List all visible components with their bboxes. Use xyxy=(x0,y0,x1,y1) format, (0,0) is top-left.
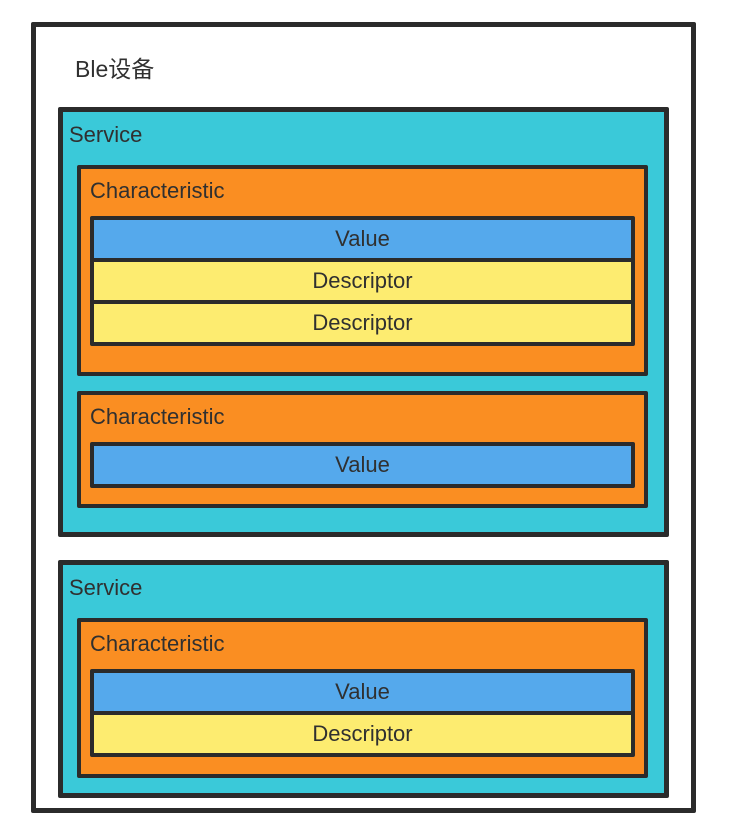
characteristic-2-1-label: Characteristic xyxy=(90,631,225,656)
value-row: Value xyxy=(90,442,635,488)
ble-device-box: Ble设备 Service Characteristic Value Descr… xyxy=(31,22,696,813)
descriptor-row: Descriptor xyxy=(90,300,635,346)
service-1-label: Service xyxy=(69,122,143,147)
characteristic-box-2-1: Characteristic Value Descriptor xyxy=(77,618,648,778)
descriptor-row: Descriptor xyxy=(90,258,635,304)
characteristic-1-2-label: Characteristic xyxy=(90,404,225,429)
descriptor-row: Descriptor xyxy=(90,711,635,757)
value-row: Value xyxy=(90,216,635,262)
service-2-label: Service xyxy=(69,575,143,600)
characteristic-box-1-2: Characteristic Value xyxy=(77,391,648,508)
ble-device-title: Ble设备 xyxy=(75,56,155,82)
characteristic-box-1-1: Characteristic Value Descriptor Descript… xyxy=(77,165,648,376)
value-row: Value xyxy=(90,669,635,715)
service-box-1: Service Characteristic Value Descriptor … xyxy=(58,107,669,537)
service-box-2: Service Characteristic Value Descriptor xyxy=(58,560,669,798)
characteristic-1-1-label: Characteristic xyxy=(90,178,225,203)
